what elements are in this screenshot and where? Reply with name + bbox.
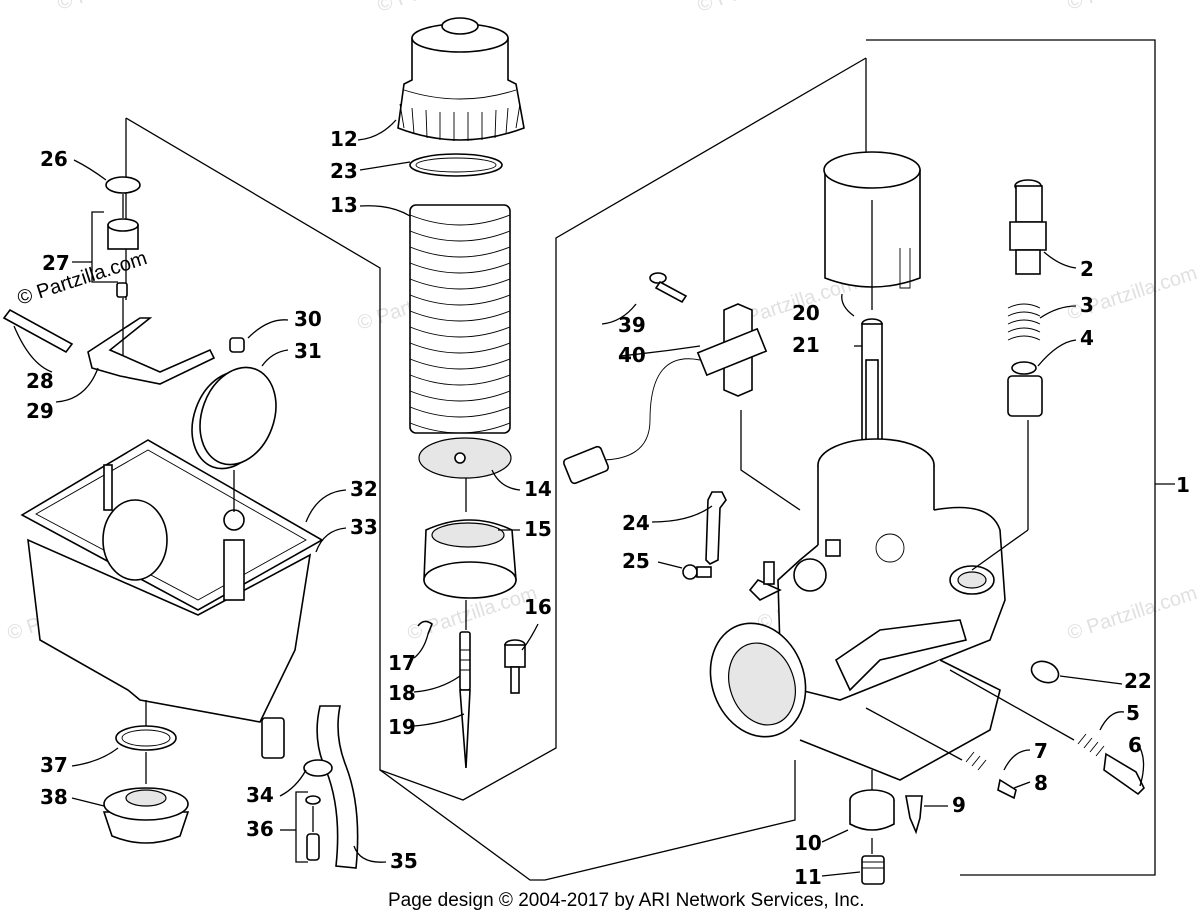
callout-37[interactable]: 37 [40, 753, 68, 777]
callout-4[interactable]: 4 [1080, 326, 1094, 350]
callout-13[interactable]: 13 [330, 193, 358, 217]
callout-17[interactable]: 17 [388, 651, 416, 675]
carb-top-cap [397, 17, 525, 141]
callout-24[interactable]: 24 [622, 511, 650, 535]
leader-lines [13, 119, 1145, 877]
needle-clip [417, 620, 433, 635]
callout-10[interactable]: 10 [794, 831, 822, 855]
callout-30[interactable]: 30 [294, 307, 322, 331]
main-jet-holder [849, 789, 895, 831]
throttle-spring [409, 204, 511, 434]
callout-6[interactable]: 6 [1128, 733, 1142, 757]
watermark-corner-text: © Partzilla.com [15, 247, 150, 310]
callout-38[interactable]: 38 [40, 785, 68, 809]
callout-28[interactable]: 28 [26, 369, 54, 393]
callout-11[interactable]: 11 [794, 865, 822, 889]
cap-o-ring [409, 153, 503, 177]
float-valve-seat [107, 218, 139, 298]
bracket-screw [682, 564, 712, 580]
idle-screw-spring [1077, 733, 1105, 757]
callout-5[interactable]: 5 [1126, 701, 1140, 725]
callout-39[interactable]: 39 [618, 313, 646, 337]
callout-21[interactable]: 21 [792, 333, 820, 357]
clamp-screw [305, 795, 321, 861]
watermark-text: © Partzilla.com [55, 0, 190, 15]
callout-19[interactable]: 19 [388, 715, 416, 739]
float-arm [87, 317, 216, 385]
callout-14[interactable]: 14 [524, 477, 552, 501]
part-callouts: 1 2 3 4 5 6 7 8 9 10 11 12 13 14 15 16 1… [26, 127, 1190, 889]
callout-40[interactable]: 40 [618, 343, 646, 367]
callout-15[interactable]: 15 [524, 517, 552, 541]
pilot-jet-fitting [1009, 179, 1047, 275]
pilot-spring [1007, 303, 1041, 341]
callout-7[interactable]: 7 [1034, 739, 1048, 763]
callout-35[interactable]: 35 [390, 849, 418, 873]
watermark-text: © Partzilla.com [375, 0, 510, 17]
heater-screw [649, 272, 688, 304]
callout-3[interactable]: 3 [1080, 293, 1094, 317]
copyright-footer: Page design © 2004-2017 by ARI Network S… [388, 890, 865, 911]
holder-screw [504, 639, 526, 694]
callout-25[interactable]: 25 [622, 549, 650, 573]
drain-hose [316, 705, 359, 869]
watermark-text: © Partzilla.com [1065, 582, 1200, 645]
callout-31[interactable]: 31 [294, 339, 322, 363]
jet-needle [459, 631, 471, 769]
cable-bracket [705, 491, 727, 565]
callout-33[interactable]: 33 [350, 515, 378, 539]
idle-screw [1103, 752, 1145, 796]
body-plug [1030, 660, 1060, 684]
plug-o-ring [105, 176, 141, 194]
callout-1[interactable]: 1 [1176, 473, 1190, 497]
callout-12[interactable]: 12 [330, 127, 358, 151]
hose-clamp [303, 759, 333, 777]
carb-heater [562, 303, 768, 485]
needle-holder [423, 519, 517, 599]
callout-8[interactable]: 8 [1034, 771, 1048, 795]
callout-34[interactable]: 34 [246, 783, 274, 807]
callout-27[interactable]: 27 [42, 251, 70, 275]
watermark-text: © Partzilla.com [695, 0, 830, 17]
callout-32[interactable]: 32 [350, 477, 378, 501]
callout-26[interactable]: 26 [40, 147, 68, 171]
pilot-valve [1007, 361, 1043, 417]
drain-plug [102, 787, 190, 844]
float-pin [2, 308, 74, 354]
watermark-text: © Partzilla.com [1065, 0, 1200, 15]
main-jet [861, 855, 885, 885]
callout-20[interactable]: 20 [792, 301, 820, 325]
float [191, 366, 277, 470]
assembly-boundary-lines [125, 39, 1175, 881]
callout-23[interactable]: 23 [330, 159, 358, 183]
float-bowl [20, 439, 324, 759]
slide-guide-tube [861, 318, 883, 450]
float-valve-cap [229, 337, 245, 353]
callout-18[interactable]: 18 [388, 681, 416, 705]
callout-29[interactable]: 29 [26, 399, 54, 423]
air-screw-spring [965, 751, 987, 771]
callout-36[interactable]: 36 [246, 817, 274, 841]
callout-2[interactable]: 2 [1080, 257, 1094, 281]
main-jet-plug [905, 795, 923, 835]
callout-16[interactable]: 16 [524, 595, 552, 619]
carburetor-body [709, 438, 1006, 781]
callout-9[interactable]: 9 [952, 793, 966, 817]
callout-22[interactable]: 22 [1124, 669, 1152, 693]
air-screw [997, 778, 1017, 800]
